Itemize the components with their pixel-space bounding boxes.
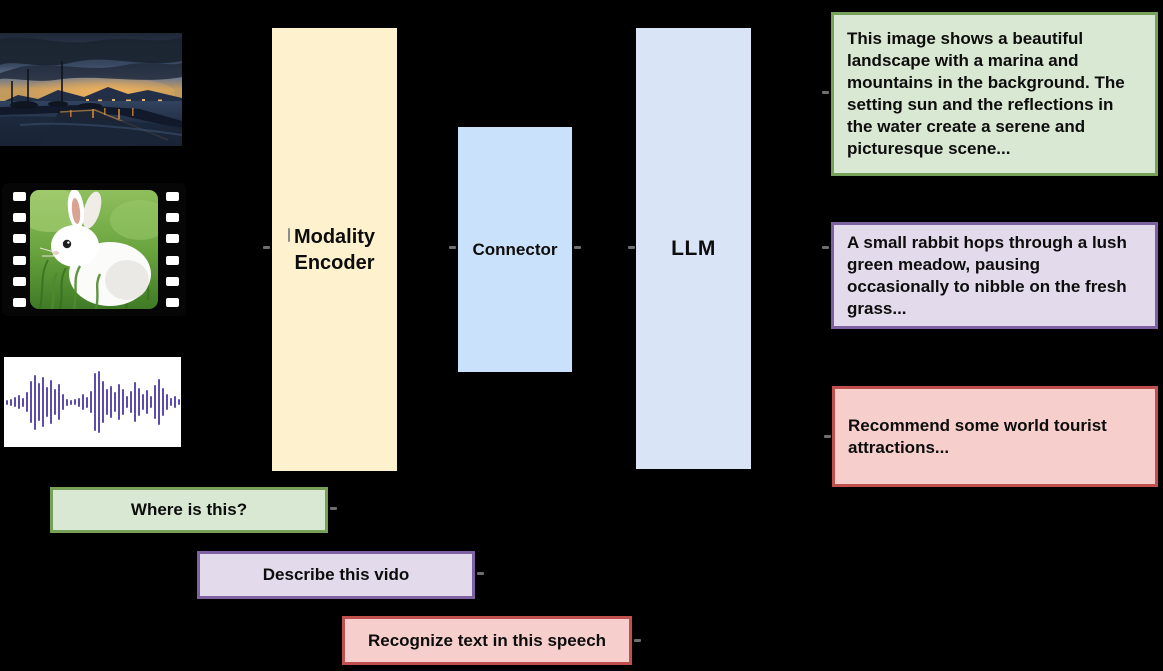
waveform-bar — [37, 383, 40, 421]
connector-label: Connector — [472, 239, 558, 259]
arrow-stub-from-connector — [574, 246, 581, 249]
waveform-bar — [173, 396, 176, 408]
waveform-bar — [157, 379, 160, 425]
sprocket-hole — [166, 213, 179, 223]
arrow-stub-into-output-red — [824, 435, 831, 438]
output-image-caption: This image shows a beautiful landscape w… — [831, 12, 1158, 176]
waveform-bar — [77, 397, 80, 407]
waveform-bar — [85, 396, 88, 408]
arrow-stub-into-encoder — [263, 246, 270, 249]
sprocket-hole — [13, 192, 26, 201]
sprocket-hole — [166, 192, 179, 201]
waveform-bar — [121, 389, 124, 415]
waveform-bar — [161, 388, 164, 416]
arrow-stub-into-output-green — [822, 91, 829, 94]
output-image-caption-text: This image shows a beautiful landscape w… — [847, 29, 1125, 158]
waveform-bar — [49, 380, 52, 424]
waveform-bar — [117, 384, 120, 420]
waveform-bar — [65, 398, 68, 406]
connector-block: Connector — [458, 127, 572, 372]
sprocket-hole — [166, 276, 179, 286]
waveform-bar — [141, 394, 144, 410]
waveform-bar — [89, 391, 92, 413]
modality-encoder-block: Modality Encoder — [272, 28, 397, 471]
arrow-stub-into-output-purple — [822, 246, 829, 249]
waveform-bar — [29, 381, 32, 423]
waveform-bar — [5, 399, 8, 405]
arrow-stub-into-connector — [449, 246, 456, 249]
waveform-bar — [169, 398, 172, 406]
llm-label: LLM — [671, 236, 716, 260]
arrow-stub-from-prompt-green — [330, 507, 337, 510]
waveform-bar — [21, 397, 24, 407]
output-audio-response-text: Recommend some world tourist attractions… — [848, 415, 1107, 457]
waveform-bar — [13, 397, 16, 407]
marina-photo — [0, 33, 182, 146]
waveform-bar — [105, 389, 108, 415]
sprocket-hole — [13, 297, 26, 307]
marina-photo-art — [0, 33, 182, 146]
filmstrip-holes-left — [13, 192, 26, 307]
modality-encoder-label: Modality Encoder — [293, 225, 376, 274]
waveform-bar — [109, 386, 112, 418]
sprocket-hole — [13, 276, 26, 286]
waveform-bar — [149, 396, 152, 408]
video-filmstrip — [2, 183, 186, 316]
output-video-caption: A small rabbit hops through a lush green… — [831, 222, 1158, 329]
waveform-bar — [9, 398, 12, 406]
audio-waveform — [4, 357, 181, 447]
waveform-bar — [61, 394, 64, 410]
waveform-bar — [129, 391, 132, 413]
waveform-bar — [81, 394, 84, 410]
output-audio-response: Recommend some world tourist attractions… — [832, 386, 1158, 487]
prompt-image-text: Where is this? — [130, 500, 248, 519]
waveform-bar — [25, 392, 28, 412]
waveform-bar — [165, 394, 168, 410]
prompt-image: Where is this? — [50, 487, 328, 533]
waveform-bar — [113, 392, 116, 412]
waveform-bar — [153, 385, 156, 419]
sprocket-hole — [13, 213, 26, 223]
arrow-stub-from-prompt-purple — [477, 572, 484, 575]
waveform-bar — [45, 387, 48, 417]
rabbit-video-frame — [30, 190, 158, 309]
waveform-bar — [133, 382, 136, 422]
arrow-stub-into-llm — [628, 246, 635, 249]
arrow-stub-from-prompt-red — [634, 639, 641, 642]
waveform-bar — [93, 373, 96, 431]
arrow-artifact-encoder — [288, 228, 290, 242]
prompt-audio: Recognize text in this speech — [342, 616, 632, 665]
waveform-bar — [177, 399, 180, 405]
waveform-bar — [125, 396, 128, 408]
sprocket-hole — [166, 234, 179, 244]
waveform-bar — [101, 381, 104, 423]
sprocket-hole — [166, 255, 179, 265]
prompt-audio-text: Recognize text in this speech — [367, 630, 607, 650]
output-video-caption-text: A small rabbit hops through a lush green… — [847, 232, 1127, 318]
sprocket-hole — [13, 234, 26, 244]
rabbit-photo-art — [30, 190, 158, 309]
waveform-bar — [137, 388, 140, 416]
waveform-bar — [33, 374, 36, 430]
prompt-video: Describe this vido — [197, 551, 475, 599]
filmstrip-holes-right — [166, 192, 179, 307]
waveform-bar — [17, 395, 20, 409]
waveform-bar — [57, 384, 60, 420]
waveform-bar — [97, 371, 100, 433]
waveform-bar — [69, 399, 72, 405]
sprocket-hole — [13, 255, 26, 265]
waveform-bar — [145, 390, 148, 414]
sprocket-hole — [166, 297, 179, 307]
prompt-video-text: Describe this vido — [262, 565, 410, 584]
waveform-bar — [53, 389, 56, 415]
llm-block: LLM — [636, 28, 751, 469]
waveform-bar — [41, 377, 44, 427]
waveform-bar — [73, 399, 76, 405]
